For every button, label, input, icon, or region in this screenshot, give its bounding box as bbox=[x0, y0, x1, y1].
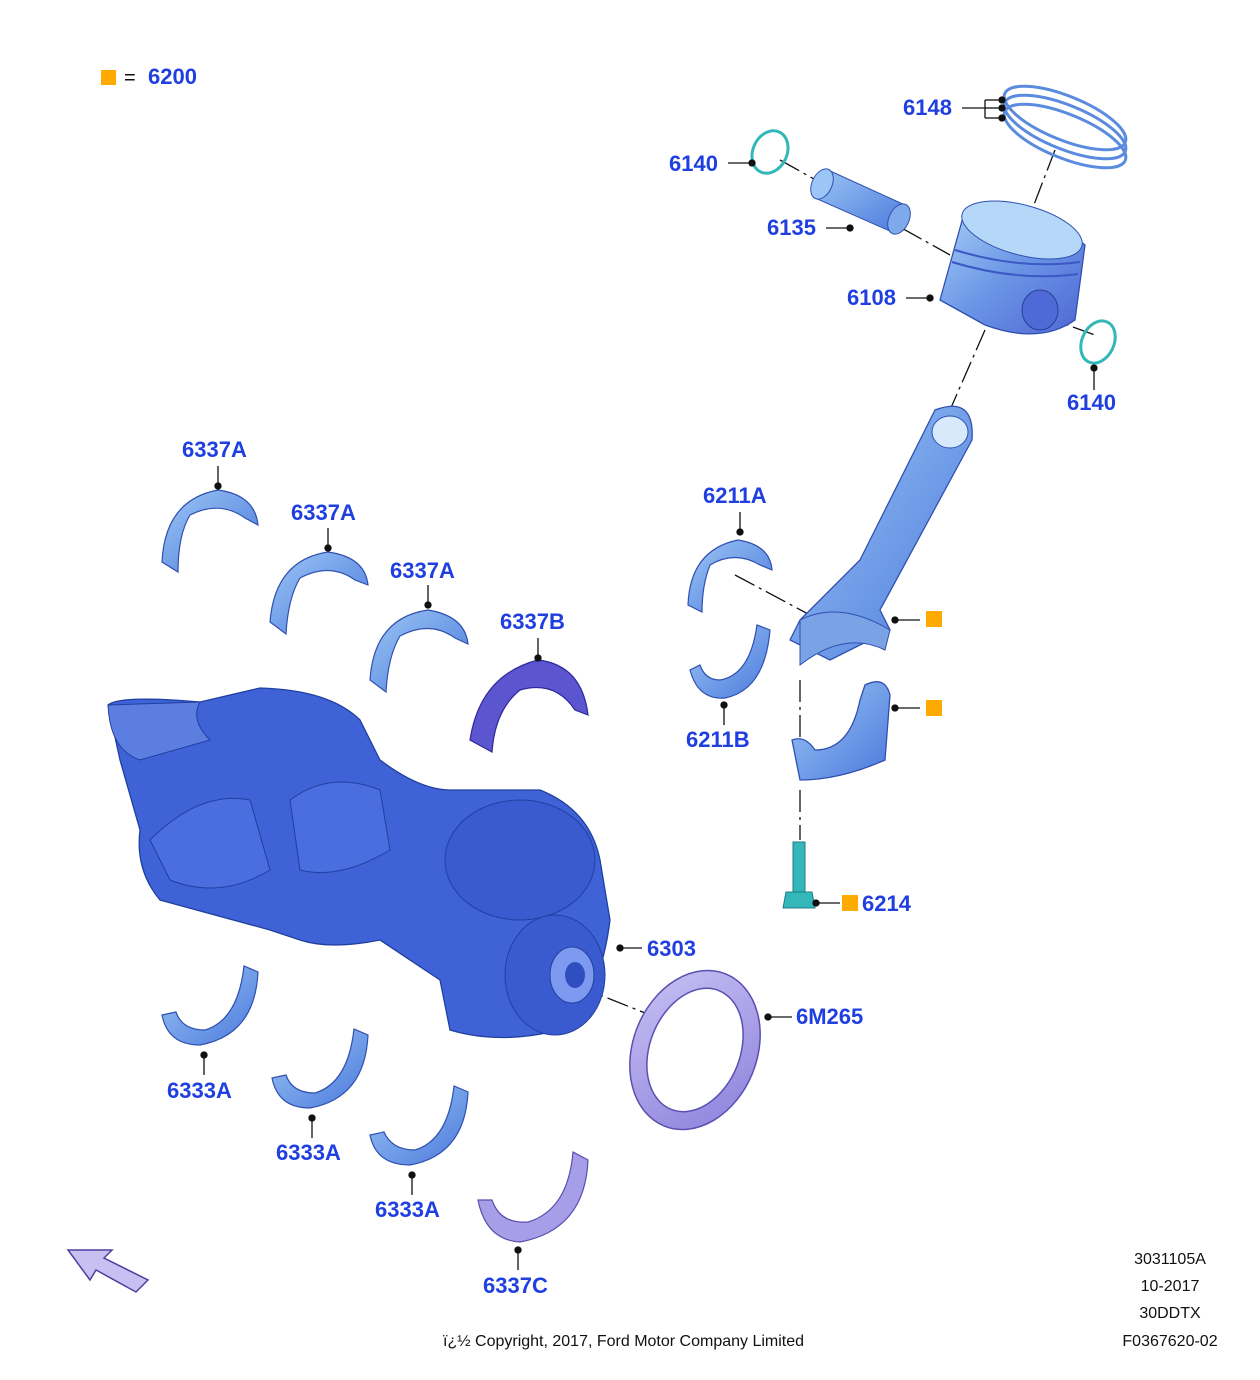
thrust-bearing-upper bbox=[469, 659, 589, 753]
crankshaft bbox=[107, 687, 611, 1039]
marker-rod bbox=[926, 611, 942, 627]
rod-bearings bbox=[687, 539, 773, 699]
piston bbox=[939, 200, 1086, 335]
rod-cap bbox=[791, 681, 891, 781]
ref-model: 30DDTX bbox=[1139, 1305, 1201, 1322]
ref-figure: F0367620-02 bbox=[1122, 1333, 1218, 1350]
callout-6140-upper: 6140 bbox=[669, 151, 718, 176]
piston-rings bbox=[1002, 84, 1128, 170]
callout-6m265: 6M265 bbox=[796, 1004, 864, 1029]
callout-6214: 6214 bbox=[862, 891, 911, 916]
callout-6140-lower: 6140 bbox=[1067, 390, 1116, 415]
callout-6148: 6148 bbox=[903, 95, 952, 120]
callout-6337a-1: 6337A bbox=[182, 437, 247, 462]
callout-6303: 6303 bbox=[647, 936, 696, 961]
callout-6337a-3: 6337A bbox=[390, 558, 455, 583]
callout-6337a-2: 6337A bbox=[291, 500, 356, 525]
leader-lines bbox=[200, 96, 1098, 1270]
rod-bolt bbox=[782, 841, 816, 909]
connecting-rod bbox=[789, 405, 973, 667]
callout-6333a-2: 6333A bbox=[276, 1140, 341, 1165]
callout-6337c: 6337C bbox=[483, 1273, 548, 1298]
legend-code: 6200 bbox=[148, 64, 197, 89]
marker-bolt bbox=[842, 895, 858, 911]
circlip-lower bbox=[1079, 319, 1117, 365]
callout-6108: 6108 bbox=[847, 285, 896, 310]
legend-equals: = bbox=[124, 67, 136, 89]
upper-main-bearings bbox=[161, 489, 469, 694]
thrust-bearing-lower bbox=[477, 1151, 589, 1243]
ref-date: 10-2017 bbox=[1140, 1278, 1200, 1295]
callout-6211b: 6211B bbox=[686, 727, 750, 752]
callout-6333a-3: 6333A bbox=[375, 1197, 440, 1222]
callout-6337b: 6337B bbox=[500, 609, 565, 634]
lower-main-bearings bbox=[161, 965, 469, 1166]
legend-marker bbox=[101, 70, 116, 85]
circlip-upper bbox=[750, 129, 790, 175]
marker-cap bbox=[926, 700, 942, 716]
piston-pin bbox=[810, 168, 911, 235]
copyright: ï¿½ Copyright, 2017, Ford Motor Company … bbox=[443, 1333, 805, 1350]
rear-main-seal bbox=[629, 969, 761, 1131]
direction-arrow-icon bbox=[66, 1249, 150, 1293]
callout-6135: 6135 bbox=[767, 215, 816, 240]
callout-6211a: 6211A bbox=[703, 483, 767, 508]
ref-code: 3031105A bbox=[1134, 1251, 1206, 1268]
callout-6333a-1: 6333A bbox=[167, 1078, 232, 1103]
